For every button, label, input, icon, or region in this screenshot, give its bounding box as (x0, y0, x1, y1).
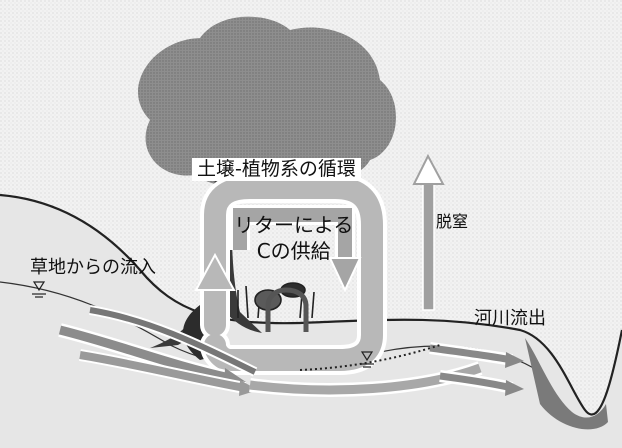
groundwater-flow-arrows (58, 305, 524, 397)
water-table-symbol (32, 281, 46, 298)
river-channel (525, 338, 608, 430)
grassland-inflow-label: 草地からの流入 (30, 257, 156, 278)
litter-carbon-arrow (230, 205, 362, 293)
denitrification-label: 脱窒 (436, 212, 469, 231)
litter-carbon-label-line2: Cの供給 (256, 239, 331, 263)
river-outflow-label: 河川流出 (474, 308, 546, 329)
dotted-flow-line (299, 344, 441, 371)
water-table-symbol-2 (360, 351, 374, 368)
litter-carbon-label-line1: リターによる (234, 213, 354, 237)
litter-carbon-label: リターによる Cの供給 (234, 212, 353, 264)
soil-plant-cycle-label: 土壌-植物系の循環 (192, 158, 361, 181)
denitrification-arrow (412, 153, 445, 311)
plant-cycle-loop (265, 287, 309, 332)
